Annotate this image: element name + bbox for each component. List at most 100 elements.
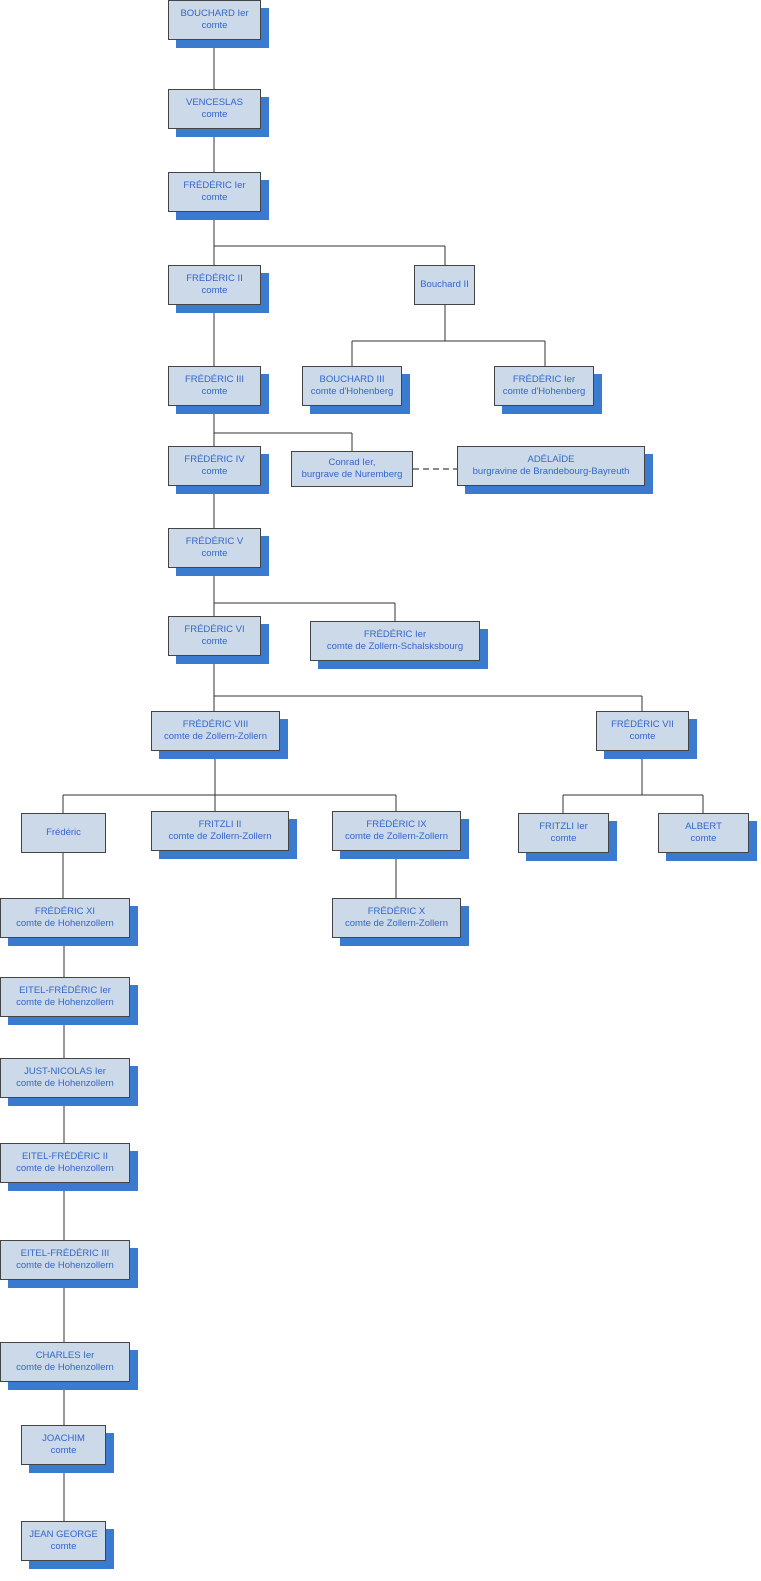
node-label-line1: VENCESLAS [185, 96, 244, 108]
node-label-line1: JEAN GEORGE [29, 1528, 98, 1540]
node-frederic_p[interactable]: Frédéric [21, 813, 106, 853]
node-label-line1: FRÉDÉRIC VII [611, 718, 674, 730]
node-label-line1: EITEL-FRÉDÉRIC III [20, 1247, 110, 1259]
node-label-line1: Conrad Ier, [328, 456, 376, 468]
node-label-line1: FRÉDÉRIC IV [184, 453, 245, 465]
connector-frederic6-children [213, 656, 643, 711]
node-label-line2: comte [201, 285, 228, 296]
node-label-line1: FRÉDÉRIC VIII [182, 718, 249, 730]
node-label-line2: burgravine de Brandebourg-Bayreuth [472, 466, 630, 477]
node-label-line2: comte [50, 1541, 77, 1552]
node-label-line2: burgrave de Nuremberg [301, 469, 403, 480]
connector-bouchard2-children [351, 305, 546, 366]
node-label: Bouchard II [417, 279, 472, 292]
connector-frederic3-children [213, 406, 353, 451]
node-label-line2: comte [201, 192, 228, 203]
node-label-line2: comte [629, 731, 656, 742]
node-label-line1: Bouchard II [420, 278, 469, 290]
node-label-line2: comte de Hohenzollern [16, 997, 114, 1008]
node-label-line1: FRÉDÉRIC II [186, 272, 243, 284]
node-label-line2: comte [201, 466, 228, 477]
node-label-line1: EITEL-FRÉDÉRIC II [21, 1150, 109, 1162]
node-label-line1: ALBERT [685, 820, 722, 832]
node-label-line1: FRITZLI II [198, 818, 242, 830]
connector-frederic7-children [562, 751, 704, 813]
node-label-line2: comte de Hohenzollern [16, 1362, 114, 1373]
node-label-line2: comte [201, 109, 228, 120]
node-label-line2: comte de Zollern-Zollern [345, 918, 448, 929]
node-label-line1: JOACHIM [42, 1432, 85, 1444]
node-label-line1: FRÉDÉRIC Ier [183, 179, 246, 191]
node-label-line2: comte [201, 20, 228, 31]
node-label-line1: BOUCHARD Ier [180, 7, 249, 19]
node-label-line1: FRÉDÉRIC Ier [363, 628, 427, 640]
node-label-line1: BOUCHARD III [319, 373, 385, 385]
node-label-line2: comte [201, 636, 228, 647]
node-label-line1: Frédéric [46, 826, 81, 838]
node-label-line1: FRÉDÉRIC V [185, 535, 244, 547]
node-label-line2: comte d'Hohenberg [310, 386, 394, 397]
node-label-line2: comte [550, 833, 577, 844]
node-bouchard2[interactable]: Bouchard II [414, 265, 475, 305]
node-label-line1: FRÉDÉRIC XI [34, 905, 96, 917]
node-label-line1: FRÉDÉRIC III [184, 373, 245, 385]
connector-frederic1-children [213, 212, 446, 265]
node-label-line2: comte de Hohenzollern [16, 1163, 114, 1174]
node-conrad1[interactable]: Conrad Ier,burgrave de Nuremberg [291, 451, 413, 487]
node-label-line2: comte de Zollern-Zollern [164, 731, 267, 742]
node-label-line1: EITEL-FRÉDÉRIC Ier [19, 984, 111, 996]
node-label-line2: comte de Hohenzollern [16, 1078, 114, 1089]
node-label-line2: comte [690, 833, 717, 844]
node-label-line2: comte d'Hohenberg [502, 386, 586, 397]
node-label: Frédéric [43, 827, 84, 840]
